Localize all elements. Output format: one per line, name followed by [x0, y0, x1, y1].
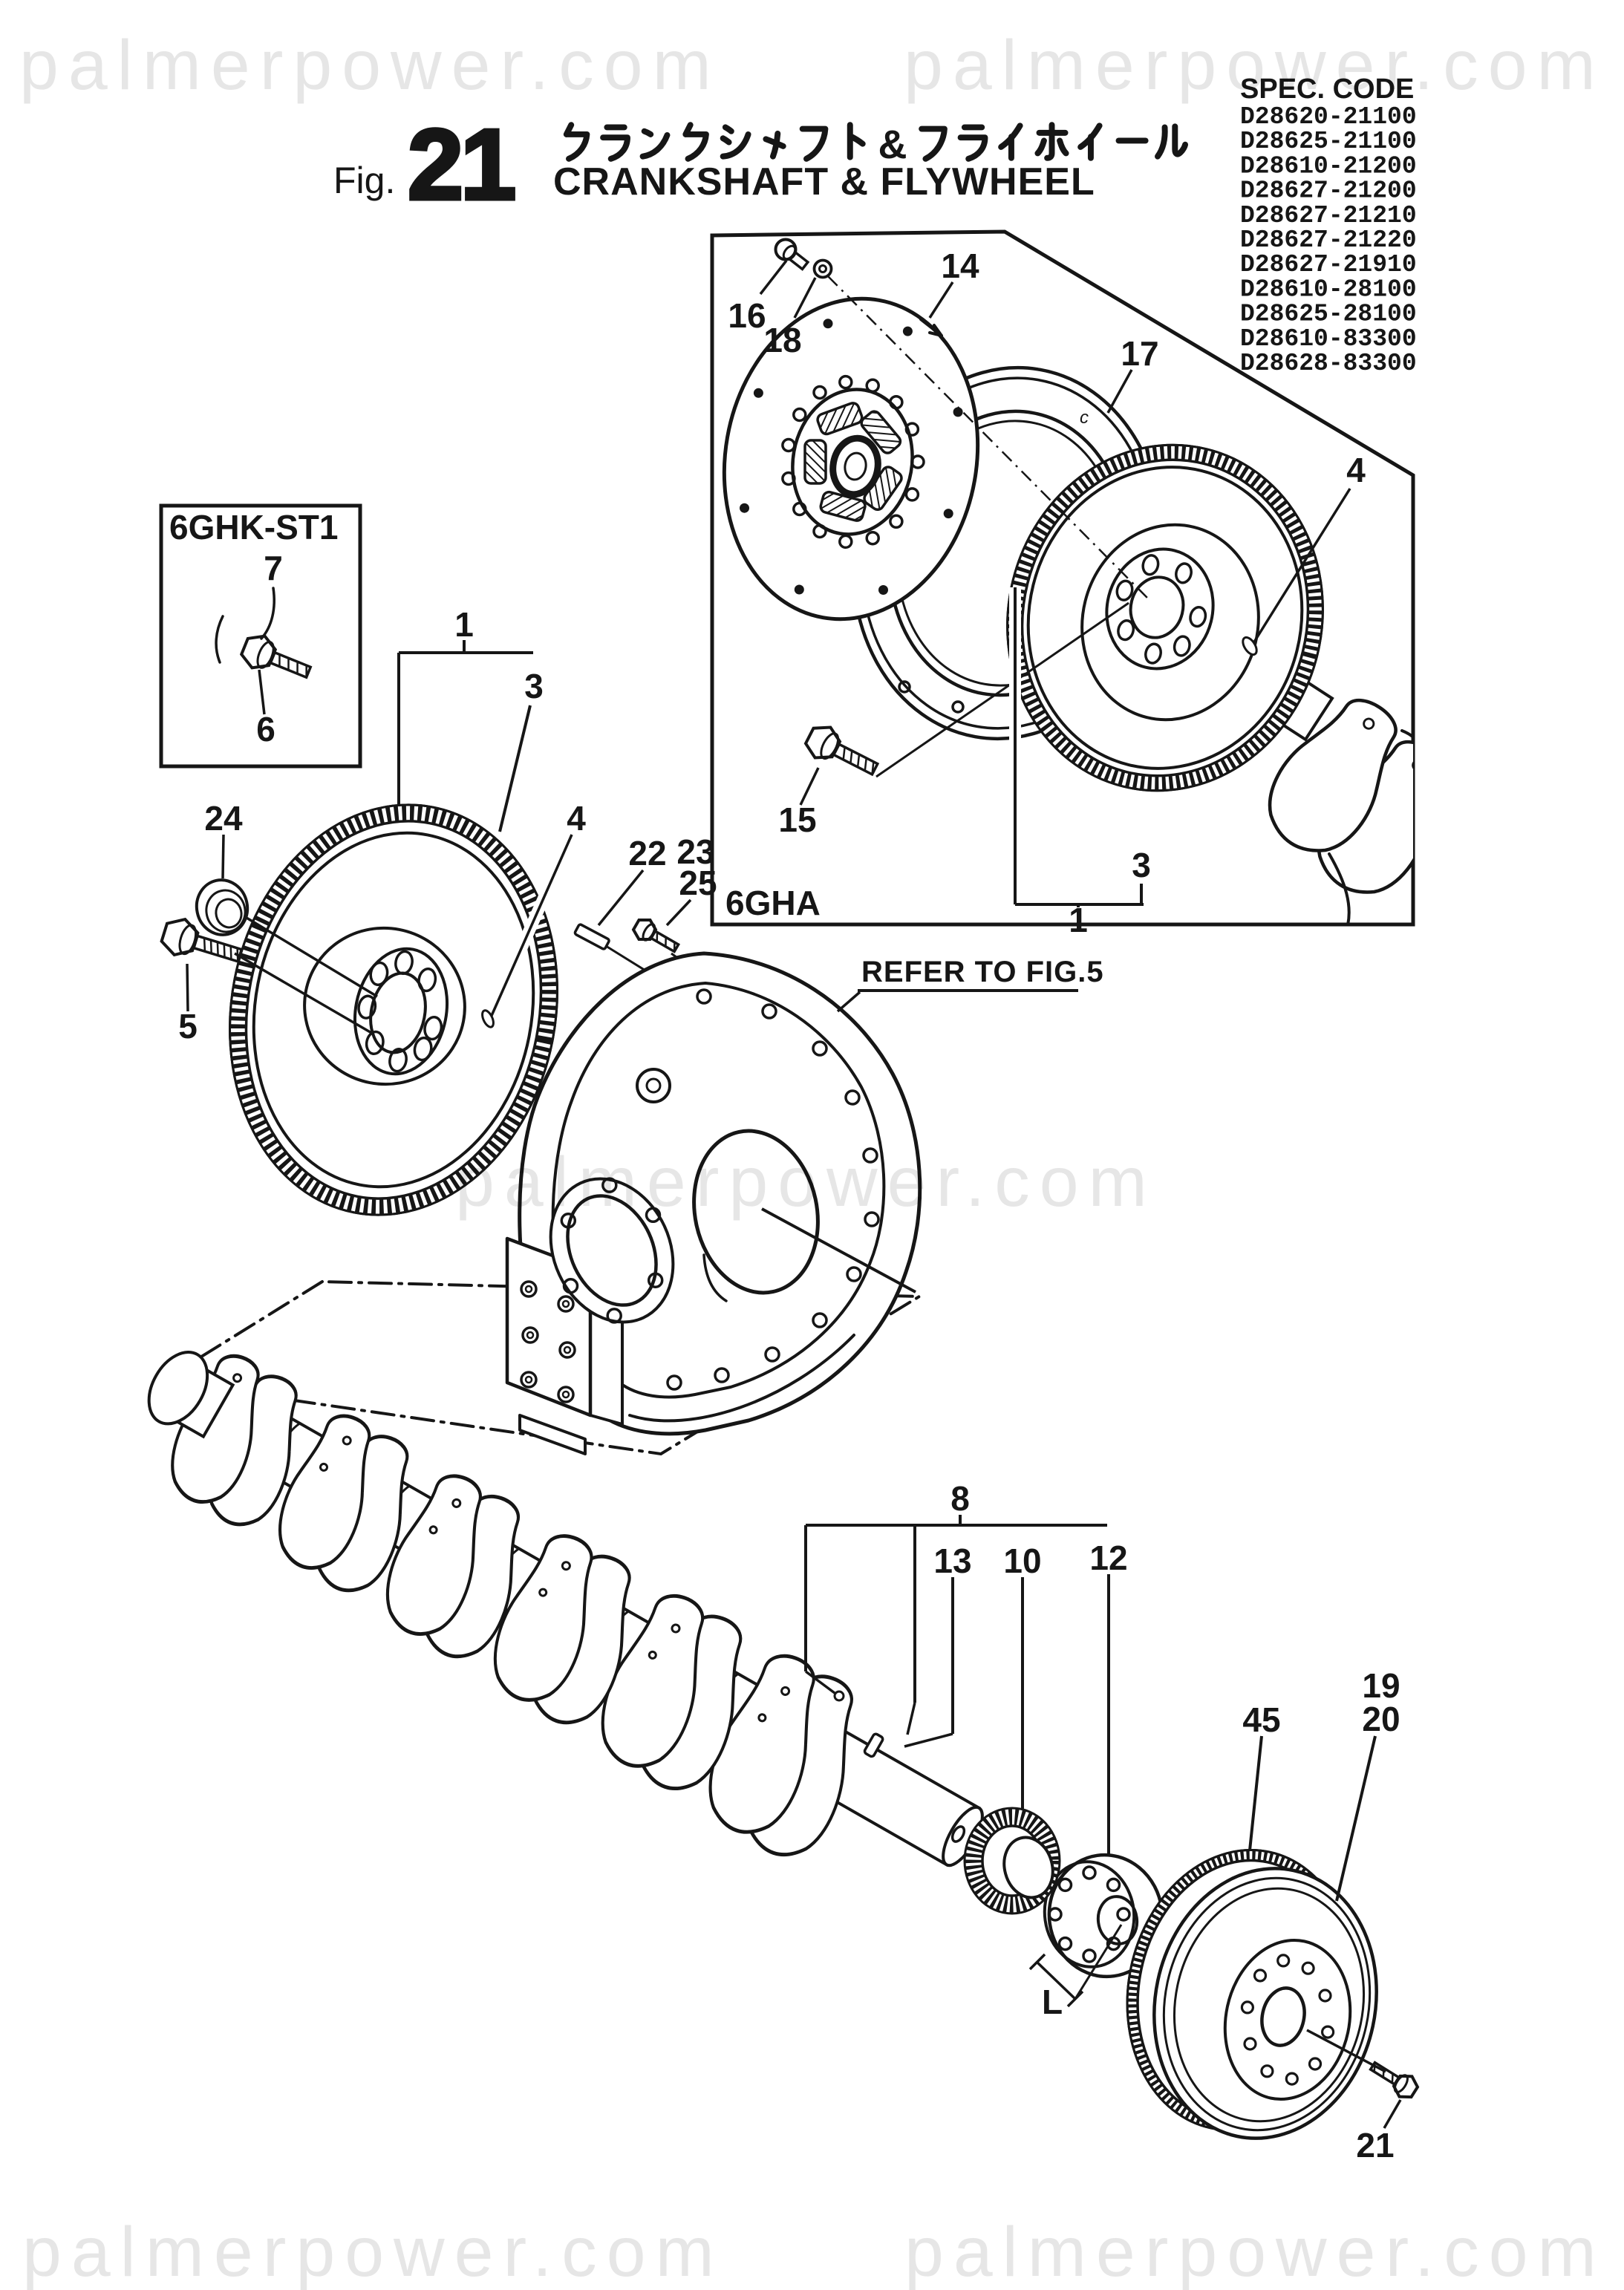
svg-text:D28628-83300: D28628-83300: [1240, 350, 1417, 377]
svg-text:palmerpower.com: palmerpower.com: [904, 26, 1605, 105]
svg-text:&: &: [878, 123, 907, 167]
svg-text:45: 45: [1242, 1700, 1280, 1739]
svg-text:15: 15: [778, 800, 816, 839]
svg-text:D28627-21210: D28627-21210: [1240, 202, 1417, 229]
svg-text:4: 4: [567, 799, 586, 838]
svg-text:16: 16: [728, 296, 766, 335]
svg-text:14: 14: [941, 247, 979, 285]
svg-text:6GHK-ST1: 6GHK-ST1: [169, 508, 338, 547]
svg-text:21: 21: [408, 108, 514, 221]
svg-text:SPEC. CODE: SPEC. CODE: [1240, 74, 1414, 105]
svg-text:CRANKSHAFT & FLYWHEEL: CRANKSHAFT & FLYWHEEL: [553, 160, 1095, 203]
svg-text:12: 12: [1089, 1539, 1127, 1577]
svg-text:D28627-21910: D28627-21910: [1240, 251, 1417, 278]
svg-text:palmerpower.com: palmerpower.com: [904, 2213, 1606, 2290]
svg-text:22: 22: [628, 834, 666, 872]
svg-text:c: c: [1080, 408, 1089, 428]
svg-text:10: 10: [1003, 1542, 1041, 1580]
svg-text:D28610-28100: D28610-28100: [1240, 275, 1417, 303]
svg-text:8: 8: [950, 1479, 970, 1518]
svg-text:3: 3: [1132, 846, 1151, 884]
svg-text:D28625-21100: D28625-21100: [1240, 128, 1417, 155]
svg-text:1: 1: [454, 605, 474, 644]
svg-text:D28610-83300: D28610-83300: [1240, 325, 1417, 353]
svg-text:5: 5: [178, 1007, 198, 1045]
svg-text:23: 23: [676, 832, 714, 871]
svg-text:24: 24: [204, 799, 243, 838]
svg-text:D28627-21200: D28627-21200: [1240, 177, 1417, 205]
svg-text:D28610-21200: D28610-21200: [1240, 152, 1417, 180]
svg-text:19: 19: [1362, 1666, 1400, 1705]
svg-text:D28625-28100: D28625-28100: [1240, 301, 1417, 328]
svg-text:18: 18: [763, 321, 801, 359]
svg-text:4: 4: [1346, 451, 1366, 489]
svg-text:7: 7: [264, 549, 283, 587]
svg-text:D28627-21220: D28627-21220: [1240, 226, 1417, 254]
svg-text:palmerpower.com: palmerpower.com: [22, 2213, 724, 2290]
svg-text:D28620-21100: D28620-21100: [1240, 103, 1417, 131]
svg-text:6: 6: [256, 710, 275, 748]
svg-text:palmerpower.com: palmerpower.com: [455, 1143, 1157, 1221]
svg-text:20: 20: [1362, 1700, 1400, 1738]
svg-text:17: 17: [1121, 334, 1158, 373]
svg-text:L: L: [1042, 1983, 1063, 2021]
svg-text:6GHA: 6GHA: [725, 884, 821, 922]
svg-text:21: 21: [1356, 2126, 1394, 2165]
svg-text:25: 25: [679, 864, 717, 902]
svg-text:REFER TO FIG.5: REFER TO FIG.5: [861, 956, 1104, 988]
svg-text:3: 3: [524, 667, 544, 705]
svg-text:Fig.: Fig.: [333, 160, 395, 201]
svg-text:palmerpower.com: palmerpower.com: [19, 26, 721, 105]
svg-text:13: 13: [933, 1542, 971, 1580]
